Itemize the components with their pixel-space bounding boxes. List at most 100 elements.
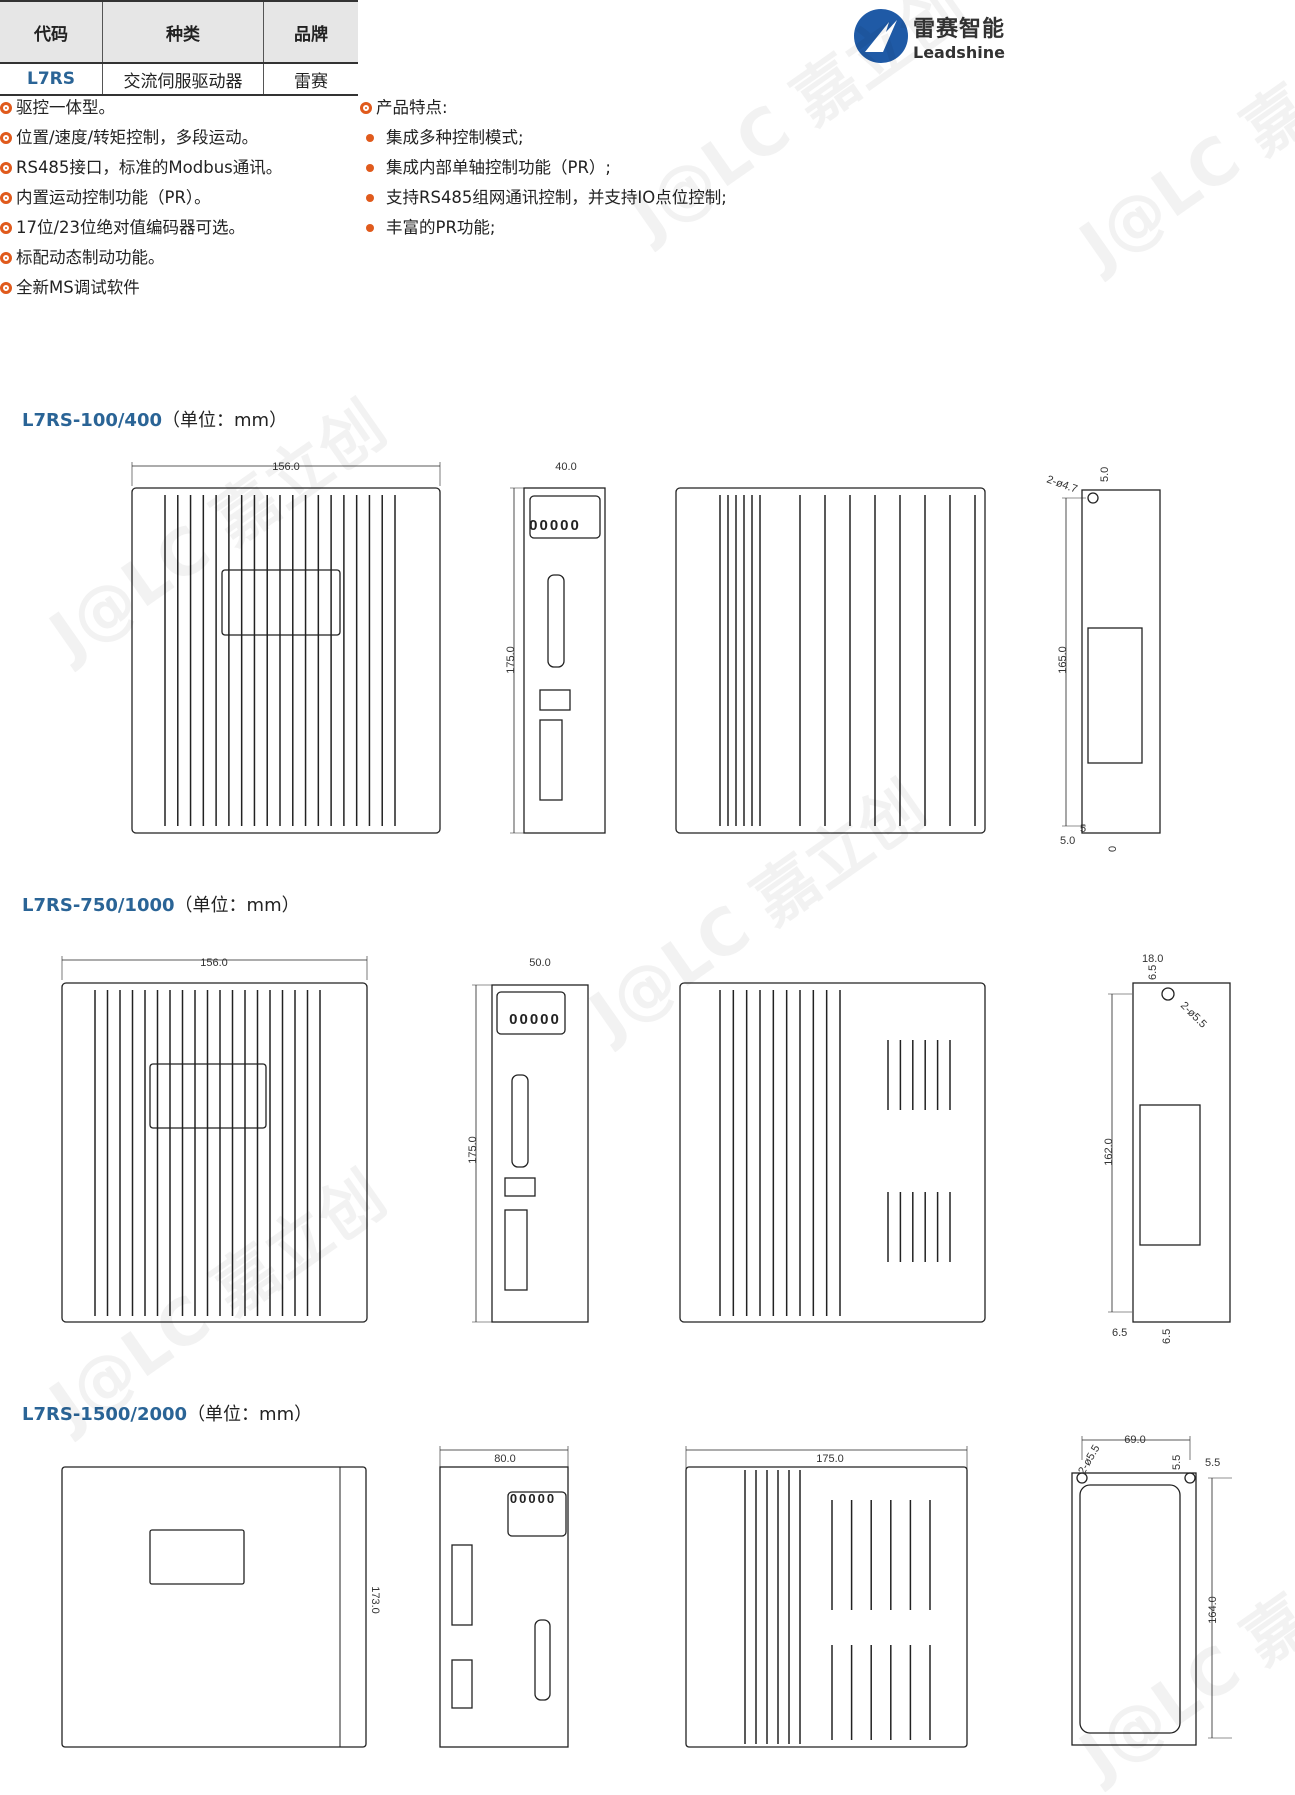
mount-hole <box>1087 492 1099 504</box>
mount-bracket <box>1087 627 1143 764</box>
list-item: 集成内部单轴控制功能（PR）; <box>360 153 727 183</box>
dim-label: 80.0 <box>494 1453 515 1465</box>
terminal-block <box>539 719 563 801</box>
mount-hole <box>1161 987 1175 1001</box>
mount-hole <box>1076 1472 1088 1484</box>
unit-label: （单位：mm） <box>187 1404 313 1425</box>
label-plate <box>149 1529 245 1585</box>
dim-label: 156.0 <box>272 461 300 473</box>
bullet-dot-icon <box>366 164 374 172</box>
bullet-ring-icon <box>0 222 12 234</box>
display-panel <box>507 1491 567 1537</box>
dim-label: 173.0 <box>369 1586 381 1614</box>
header-brand: 品牌 <box>263 0 358 64</box>
spec-table: 代码 种类 品牌 L7RS 交流伺服驱动器 雷赛 <box>0 0 358 96</box>
list-item: 标配动态制动功能。 <box>0 243 282 273</box>
front-view <box>523 487 606 834</box>
side-view <box>61 1466 367 1748</box>
db-connector <box>511 1074 529 1168</box>
feature-text: 丰富的PR功能; <box>386 218 496 237</box>
logo-cn-text: 雷赛智能 <box>913 16 1006 42</box>
dim-label: 175.0 <box>816 1453 844 1465</box>
label-plate <box>221 569 341 636</box>
dim-label: 2-ø5.5 <box>1178 1000 1209 1031</box>
back-view <box>1081 489 1161 834</box>
label-plate <box>149 1063 267 1129</box>
section-title-2: L7RS-750/1000（单位：mm） <box>22 891 300 917</box>
side-view <box>61 982 368 1323</box>
dim-label: 69.0 <box>1124 1434 1145 1446</box>
bullet-ring-icon <box>360 102 372 114</box>
dim-label: 165.0 <box>1057 646 1069 674</box>
led-display: 00000 <box>510 1491 556 1506</box>
dim-label: 50.0 <box>529 957 550 969</box>
side-view <box>131 487 441 834</box>
feature-text: 标配动态制动功能。 <box>16 248 165 267</box>
feature-text: RS485接口，标准的Modbus通讯。 <box>16 158 283 177</box>
bullet-dot-icon <box>366 194 374 202</box>
mount-bracket <box>1139 1104 1201 1246</box>
model-name: L7RS-750/1000 <box>22 895 175 916</box>
feature-text: 驱控一体型。 <box>16 98 115 117</box>
dim-label: 2-ø5.5 <box>1076 1443 1102 1477</box>
dim-label: 5.0 <box>1060 835 1075 847</box>
terminal-block <box>451 1544 473 1626</box>
feature-title-text: 产品特点: <box>376 98 448 117</box>
display-panel <box>529 495 601 539</box>
leadshine-logo-icon <box>854 9 908 63</box>
back-recess <box>1079 1484 1181 1734</box>
bullet-ring-icon <box>0 102 12 114</box>
bullet-ring-icon <box>0 162 12 174</box>
bullet-ring-icon <box>0 252 12 264</box>
front-view <box>439 1466 569 1748</box>
dim-label: 175.0 <box>467 1136 479 1164</box>
table-header-row: 代码 种类 品牌 <box>0 0 358 64</box>
dim-label: 0 <box>1107 846 1119 852</box>
header-type: 种类 <box>102 0 264 64</box>
list-item: 丰富的PR功能; <box>360 213 727 243</box>
side-view-2 <box>685 1466 968 1748</box>
model-name: L7RS-1500/2000 <box>22 1404 188 1425</box>
feature-text: 集成内部单轴控制功能（PR）; <box>386 158 611 177</box>
dim-label: 5.0 <box>1099 467 1111 482</box>
dim-label: 164.0 <box>1207 1596 1219 1624</box>
dim-label: 2-ø4.7 <box>1045 474 1079 496</box>
dim-label: 6.5 <box>1161 1329 1173 1344</box>
port <box>504 1177 536 1197</box>
dim-label: 5.5 <box>1171 1455 1183 1470</box>
dim-label: 6.5 <box>1112 1327 1127 1339</box>
list-item: 全新MS调试软件 <box>0 273 282 303</box>
db-connector <box>534 1619 551 1701</box>
led-display: 00000 <box>529 517 581 534</box>
list-item: 17位/23位绝对值编码器可选。 <box>0 213 282 243</box>
list-item: 支持RS485组网通讯控制，并支持IO点位控制; <box>360 183 727 213</box>
dim-label: 18.0 <box>1142 953 1163 965</box>
dim-label: 5 <box>1080 823 1086 835</box>
dim-label: 40.0 <box>555 461 576 473</box>
header-code: 代码 <box>0 0 103 64</box>
list-item: RS485接口，标准的Modbus通讯。 <box>0 153 282 183</box>
bullet-dot-icon <box>366 134 374 142</box>
features-right-title: 产品特点: <box>360 93 727 123</box>
feature-text: 位置/速度/转矩控制，多段运动。 <box>16 128 259 147</box>
bullet-dot-icon <box>366 224 374 232</box>
list-item: 内置运动控制功能（PR）。 <box>0 183 282 213</box>
feature-text: 内置运动控制功能（PR）。 <box>16 188 211 207</box>
bullet-ring-icon <box>0 132 12 144</box>
db-connector <box>547 574 565 668</box>
side-view-2 <box>675 487 986 834</box>
dim-label: 6.5 <box>1147 965 1159 980</box>
back-view <box>1132 982 1231 1323</box>
dim-label: 156.0 <box>200 957 228 969</box>
logo-en-text: Leadshine <box>913 42 1005 62</box>
dim-label: 162.0 <box>1103 1138 1115 1166</box>
list-item: 集成多种控制模式; <box>360 123 727 153</box>
list-item: 驱控一体型。 <box>0 93 282 123</box>
feature-text: 全新MS调试软件 <box>16 278 140 297</box>
model-name: L7RS-100/400 <box>22 410 163 431</box>
mount-hole <box>1184 1472 1196 1484</box>
terminal-block <box>451 1659 473 1709</box>
terminal-block <box>504 1209 528 1291</box>
dim-label: 175.0 <box>505 646 517 674</box>
list-item: 位置/速度/转矩控制，多段运动。 <box>0 123 282 153</box>
